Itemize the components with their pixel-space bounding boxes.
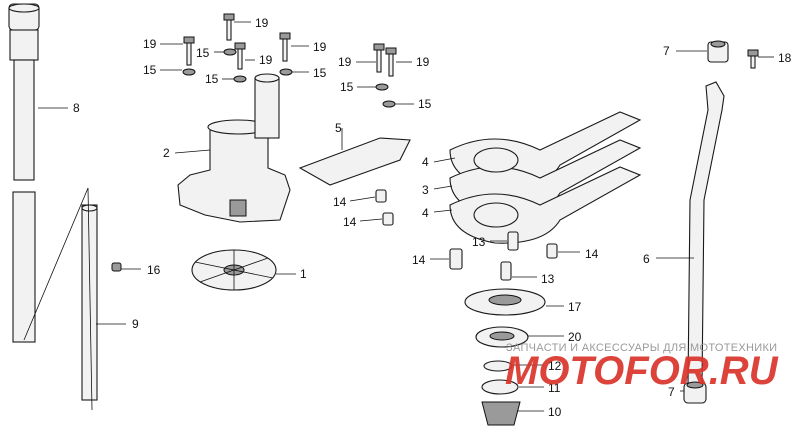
watermark-logo: MOTOFOR.RU: [505, 349, 779, 393]
callout-c16: 16: [147, 263, 161, 277]
callout-c6: 6: [643, 252, 650, 266]
callout-c13a: 13: [472, 235, 486, 249]
bolts-and-washers-right: [373, 43, 397, 108]
callout-c14d: 14: [585, 247, 599, 261]
part-2-pump-housing: [177, 73, 291, 223]
callout-c10: 10: [548, 405, 562, 419]
bolts-and-washers-left: [182, 13, 293, 83]
callout-c2: 2: [163, 146, 170, 160]
callout-c12: 12: [548, 359, 562, 373]
part-1-impeller: [191, 249, 277, 291]
callout-c19d: 19: [313, 40, 327, 54]
part-18-bolt: [747, 49, 759, 69]
callout-c15b: 15: [196, 46, 210, 60]
callout-c19f: 19: [416, 55, 430, 69]
callout-c19e: 19: [338, 55, 352, 69]
callout-c1: 1: [300, 267, 307, 281]
callout-numbers: 8 9 16 19 15 19 15 19 19 15 15 19 19 15 15 5 2 1 14 14 4 3 4 13…: [73, 16, 792, 419]
callout-c14a: 14: [333, 195, 347, 209]
callout-c11: 11: [548, 381, 561, 395]
part-7-top-bushing: [707, 40, 729, 63]
callout-c15c: 15: [205, 72, 219, 86]
part-14-dowel-pins: [375, 189, 558, 270]
part-5-cover-plate: [298, 137, 411, 186]
callout-c17: 17: [568, 300, 582, 314]
callout-c15f: 15: [418, 97, 432, 111]
parts-3-4-gaskets: [449, 111, 642, 244]
callout-c14b: 14: [343, 215, 357, 229]
callout-c19c: 19: [259, 53, 273, 67]
callout-c19a: 19: [143, 37, 157, 51]
callout-c9: 9: [132, 317, 139, 331]
callout-c15a: 15: [143, 63, 157, 77]
callout-c15e: 15: [340, 80, 354, 94]
leader-lines: [38, 21, 774, 412]
callout-c18: 18: [778, 51, 792, 65]
part-6-water-tube: [687, 81, 725, 386]
callout-c20: 20: [568, 330, 582, 344]
parts-10-11-12-gear-stack: [481, 360, 521, 426]
callout-c8: 8: [73, 101, 80, 115]
watermark-text: ЗАПЧАСТИ И АКСЕССУАРЫ ДЛЯ МОТОТЕХНИКИ: [506, 342, 777, 354]
watermark: ЗАПЧАСТИ И АКСЕССУАРЫ ДЛЯ МОТОТЕХНИКИ MO…: [505, 342, 779, 393]
part-8-drive-shaft: [8, 3, 40, 343]
callout-c7a: 7: [663, 44, 670, 58]
callout-c13b: 13: [541, 272, 555, 286]
callout-c4a: 4: [422, 155, 429, 169]
part-7-bottom-grommet: [683, 381, 707, 404]
part-17-seal: [464, 288, 546, 316]
callout-c3: 3: [422, 183, 429, 197]
part-13-pins: [500, 231, 519, 281]
callout-c7b: 7: [668, 385, 675, 399]
callout-c15d: 15: [313, 66, 327, 80]
callout-c4b: 4: [422, 206, 429, 220]
part-9-shaft: [23, 187, 98, 411]
part-16-clip: [111, 262, 122, 272]
callout-c14c: 14: [412, 253, 426, 267]
callout-c5: 5: [335, 121, 342, 135]
part-20-bearing: [475, 326, 529, 348]
callout-c19b: 19: [255, 16, 269, 30]
